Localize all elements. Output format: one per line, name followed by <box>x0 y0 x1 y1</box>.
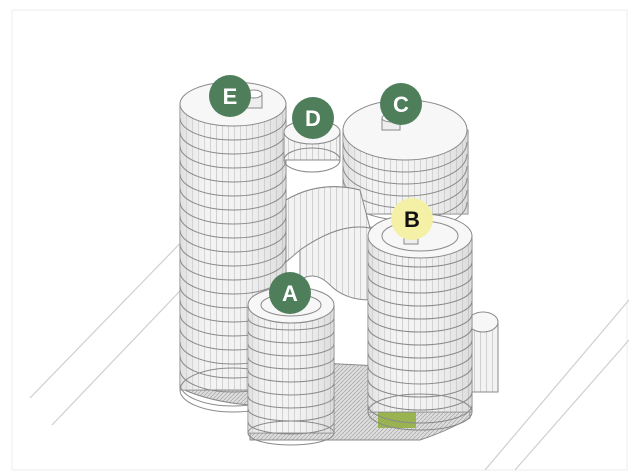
marker-label: B <box>404 207 420 232</box>
marker-c[interactable]: C <box>380 83 422 125</box>
marker-b[interactable]: B <box>391 198 433 240</box>
marker-label: A <box>282 281 298 306</box>
marker-d[interactable]: D <box>292 97 334 139</box>
marker-a[interactable]: A <box>269 272 311 314</box>
tower-b <box>368 214 472 430</box>
marker-label: E <box>223 84 238 109</box>
marker-e[interactable]: E <box>209 75 251 117</box>
marker-label: D <box>305 106 321 131</box>
marker-label: C <box>393 92 409 117</box>
